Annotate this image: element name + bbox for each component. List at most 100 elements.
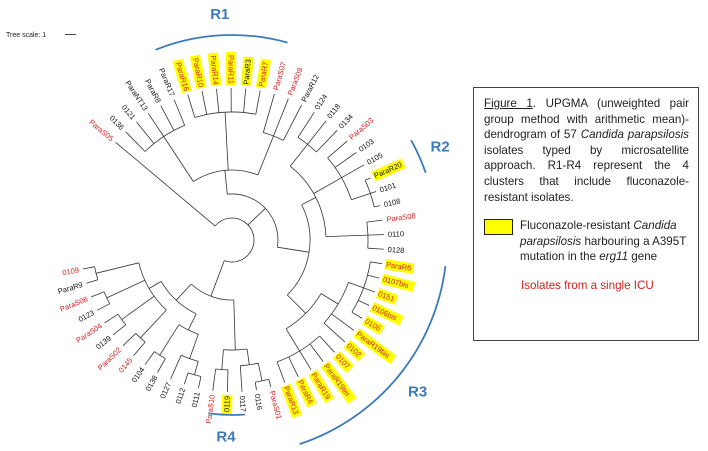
branch-line	[140, 309, 167, 339]
branch-line	[363, 287, 375, 293]
leaf-label: 0101	[378, 181, 397, 195]
highlight-group	[294, 377, 317, 408]
branch-line	[148, 281, 162, 289]
resistant-highlight	[343, 340, 366, 362]
figure-caption: Figure 1. UPGMA (unweighted pair group m…	[484, 96, 689, 205]
highlight-group	[189, 54, 207, 90]
leaf-label: ParaS06	[59, 294, 89, 313]
branch-line	[374, 205, 381, 208]
legend-resistant: Fluconazole-resistant Candida parapsilos…	[484, 218, 689, 265]
leaf-node: ParaR14	[209, 55, 221, 85]
leaf-label: 0136	[108, 114, 126, 132]
branch-line	[227, 369, 229, 392]
leaf-label: ParaR3	[242, 59, 253, 85]
leaf-node: ParaS01	[268, 390, 284, 421]
branch-line	[144, 351, 155, 365]
resistant-highlight	[375, 288, 399, 305]
branch-line	[358, 300, 370, 306]
branch-line	[276, 361, 286, 383]
highlight-group	[371, 158, 406, 182]
leaf-label: 0127	[158, 381, 173, 400]
leaf-label: ParaR16	[174, 61, 191, 92]
leaf-node: 0128	[387, 245, 404, 255]
branch-line	[297, 111, 315, 138]
legend-resistant-text-1: Fluconazole-resistant	[520, 219, 634, 233]
leaf-node: ParaS06	[59, 294, 89, 313]
leaf-labels: 0109ParaR9ParaS060123ParaS040139ParaS020…	[57, 55, 416, 424]
leaf-label: ParaR4	[296, 378, 315, 405]
leaf-node: 0104	[130, 365, 147, 384]
branch-line	[307, 120, 327, 145]
branch-line	[320, 293, 339, 305]
leaf-node: 0134	[337, 112, 355, 130]
branch-line	[299, 350, 312, 371]
branch-line	[316, 130, 338, 153]
branch-line	[273, 98, 289, 137]
branch-line	[255, 90, 261, 115]
branch-line	[212, 368, 216, 391]
leaf-label: 0145	[117, 356, 135, 375]
leaf-node: ParaR20	[373, 160, 404, 180]
branch-line	[351, 311, 363, 319]
leaf-node: 0109	[62, 265, 80, 277]
legend-resistant-text: Fluconazole-resistant Candida parapsilos…	[520, 218, 689, 265]
leaf-label: ParaR6	[385, 260, 412, 273]
branch-line	[121, 295, 155, 320]
leaf-label: 0116	[253, 393, 264, 410]
branch-line	[288, 356, 299, 377]
branch-line	[367, 274, 380, 279]
leaf-node: ParaR9	[57, 280, 84, 296]
highlight-group	[369, 302, 405, 326]
leaf-label: 0111	[190, 391, 202, 408]
leaf-node: 0136	[108, 114, 126, 132]
leaf-node: 0145	[117, 356, 135, 375]
tree-scale: Tree scale: 1	[6, 32, 76, 39]
branch-line	[325, 234, 368, 237]
legend-resistant-text-2: harbouring a A395T mutation in the	[520, 234, 687, 264]
cluster-label-r2: R2	[431, 138, 450, 155]
leaf-label: 0104	[130, 365, 147, 384]
leaf-node: 0117	[238, 395, 248, 412]
resistant-highlight	[362, 315, 385, 335]
resistant-highlight	[353, 328, 397, 365]
branch-line	[104, 313, 119, 324]
resistant-highlight	[280, 383, 303, 419]
legend-icu-text: Isolates from a single ICU	[521, 278, 654, 292]
branch-line	[334, 152, 357, 168]
leaf-label: ParaS07	[271, 61, 288, 92]
leaf-label: 0108	[383, 197, 401, 210]
branch-line	[106, 279, 145, 299]
leaf-node: ParaS07	[271, 61, 288, 92]
highlight-group	[308, 369, 335, 404]
branch-line	[233, 299, 236, 351]
highlight-group	[343, 340, 366, 362]
branch-line	[159, 324, 180, 356]
branch-line	[323, 322, 346, 343]
highlight-group	[280, 383, 303, 419]
branch-line	[247, 208, 266, 226]
highlight-group	[375, 288, 399, 305]
resistant-highlight	[320, 360, 357, 404]
leaf-label: 0138	[144, 374, 160, 393]
cluster-label-r1: R1	[210, 6, 229, 23]
highlight-group	[362, 315, 385, 335]
branch-line	[367, 247, 384, 250]
legend-resistant-gene: erg11	[599, 250, 629, 264]
branch-line	[348, 282, 364, 289]
branch-line	[86, 279, 98, 284]
leaf-node: 0127	[158, 381, 173, 400]
branch-line	[176, 283, 192, 301]
leaf-label: ParaR14	[209, 55, 221, 85]
branch-line	[246, 348, 250, 365]
leaf-label: ParaR9	[57, 280, 84, 296]
branch-line	[277, 246, 310, 253]
branch-line	[370, 191, 377, 194]
resistant-highlight	[384, 259, 415, 274]
highlight-group	[221, 394, 233, 416]
leaf-label: ParaS08	[386, 211, 416, 224]
leaf-label: ParaS10	[204, 394, 217, 424]
leaf-label: 0105	[365, 151, 384, 167]
leaf-label: 0124	[313, 92, 330, 111]
branch-line	[301, 197, 316, 206]
